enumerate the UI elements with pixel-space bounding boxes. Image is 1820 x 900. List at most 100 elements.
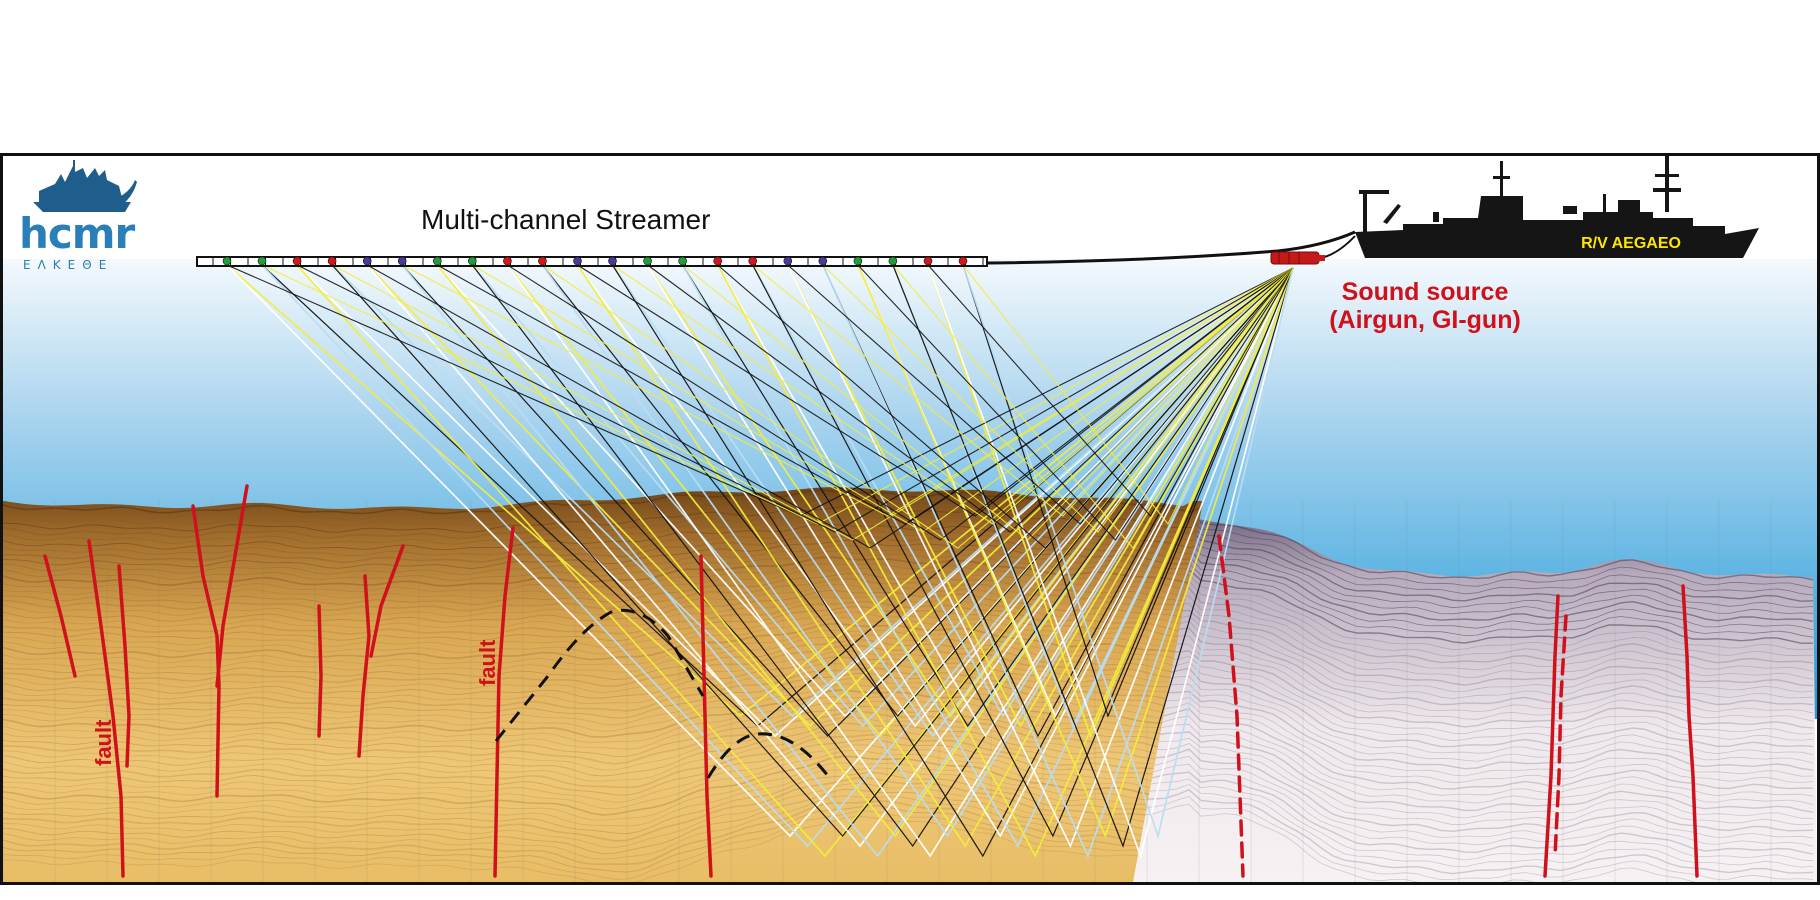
ray-path	[436, 264, 1294, 838]
fault-line	[87, 539, 125, 878]
vessel-name-label: R/V AEGAEO	[1581, 235, 1681, 252]
basement-rock	[1083, 497, 1817, 882]
ray-path-shallow	[682, 264, 1294, 541]
fault-line	[1681, 584, 1699, 878]
ray-path	[331, 264, 1294, 837]
ray-path-shallow	[437, 264, 1294, 525]
sediment-reflector	[3, 729, 1203, 782]
hydrophone-green	[222, 256, 232, 266]
ray-path	[892, 264, 1294, 848]
sound-source-sublabel: (Airgun, GI-gun)	[1329, 306, 1521, 334]
basement-reflector	[1092, 526, 1814, 602]
hydrophone-green	[467, 256, 477, 266]
hydrophone-purple	[783, 256, 793, 266]
sediment-reflector	[3, 596, 1203, 628]
sediment-reflector	[3, 683, 1203, 732]
basement-reflector	[1092, 539, 1814, 615]
ray-path	[752, 264, 1294, 838]
hydrophone-red	[292, 256, 302, 266]
hydrophone-green	[257, 256, 267, 266]
sediment-reflector	[3, 805, 1203, 873]
ray-path-shallow	[647, 264, 1294, 533]
sediment-reflector	[3, 600, 1203, 635]
ray-path-shallow	[507, 264, 1294, 541]
basement-reflector	[1092, 783, 1814, 868]
sediment-reflector	[3, 800, 1203, 866]
ray-path	[822, 264, 1294, 738]
basement-reflector	[1092, 763, 1814, 847]
ray-path	[261, 264, 1294, 848]
sediment-reflector	[3, 572, 1203, 605]
streamer-tow-cable	[986, 230, 1356, 265]
ray-path	[646, 264, 1294, 838]
ray-path	[296, 264, 1294, 738]
ray-path	[787, 264, 1294, 849]
sediment-reflector	[3, 534, 1203, 563]
basement-reflector	[1092, 796, 1814, 881]
basement-reflector	[1092, 748, 1814, 833]
sediment-reflector	[3, 767, 1203, 827]
sediment-reflector	[3, 762, 1203, 821]
hydrophone-purple	[362, 256, 372, 266]
basement-reflector	[1092, 661, 1814, 742]
ray-path-shallow	[927, 264, 1294, 517]
hydrophone-green	[853, 256, 863, 266]
ray-path	[226, 264, 1294, 718]
seismic-survey-diagram: fault fault Multi-channel Streamer Sound…	[3, 156, 1817, 882]
ray-path-shallow	[542, 264, 1294, 549]
ray-path	[927, 264, 1294, 739]
ray-path-shallow	[962, 264, 1294, 526]
basement-reflector	[1092, 650, 1814, 729]
sediment-reflector	[3, 617, 1203, 655]
sediment-reflector	[3, 656, 1203, 699]
fault-line	[1543, 594, 1560, 878]
sediment-reflector	[3, 755, 1203, 816]
diagram-frame: fault fault Multi-channel Streamer Sound…	[0, 153, 1820, 885]
basement-reflector	[1092, 675, 1814, 755]
ray-path-shallow	[717, 264, 1294, 549]
sediment-reflector	[3, 672, 1203, 719]
basement-reflector	[1092, 667, 1814, 748]
hydrophone-purple	[397, 256, 407, 266]
ray-path-shallow	[472, 264, 1294, 533]
hydrophones	[222, 256, 968, 266]
hydrophone-red	[713, 256, 723, 266]
hydrophone-green	[888, 256, 898, 266]
streamer-label: Multi-channel Streamer	[421, 204, 710, 235]
hydrophone-purple	[608, 256, 617, 266]
fault-line	[317, 604, 323, 738]
basement-reflector	[1092, 568, 1813, 644]
ray-path-shallow	[261, 264, 1294, 525]
ray-path	[471, 264, 1294, 728]
basement-reflector	[1092, 554, 1814, 631]
airgun-icon	[1270, 251, 1325, 265]
ray-path	[857, 264, 1294, 839]
sediment-reflector	[3, 772, 1203, 835]
sediment-reflector	[3, 696, 1203, 743]
dashed-anticline-2	[706, 732, 830, 779]
logo-wordmark: hcmr	[19, 209, 136, 258]
fault-line	[191, 504, 221, 798]
sediment-reflector	[3, 622, 1203, 661]
basement-reflector	[1092, 635, 1814, 714]
basement-reflector	[1092, 788, 1814, 875]
basement-reflector	[1092, 574, 1814, 651]
basement-reflector	[1092, 656, 1814, 735]
sediment-reflector	[3, 815, 1203, 882]
basement-reflector	[1092, 602, 1814, 680]
ray-path	[646, 264, 1294, 718]
basement-reflector	[1092, 620, 1814, 699]
hydrophone-red	[923, 256, 933, 266]
ray-path-shallow	[612, 264, 1294, 525]
logo-subtitle: ΕΛΚΕΘΕ	[23, 258, 113, 272]
ray-path	[541, 264, 1294, 838]
sediment-reflector	[3, 489, 1203, 515]
basement-reflector	[1092, 778, 1814, 862]
fault-line	[699, 554, 713, 878]
ray-path	[576, 264, 1294, 848]
fault-lines	[43, 484, 1699, 878]
fault-label-mid: fault	[475, 639, 500, 686]
basement-reflector	[1092, 505, 1814, 581]
basement-reflector	[1092, 643, 1814, 722]
basement-reflector	[1092, 755, 1814, 839]
